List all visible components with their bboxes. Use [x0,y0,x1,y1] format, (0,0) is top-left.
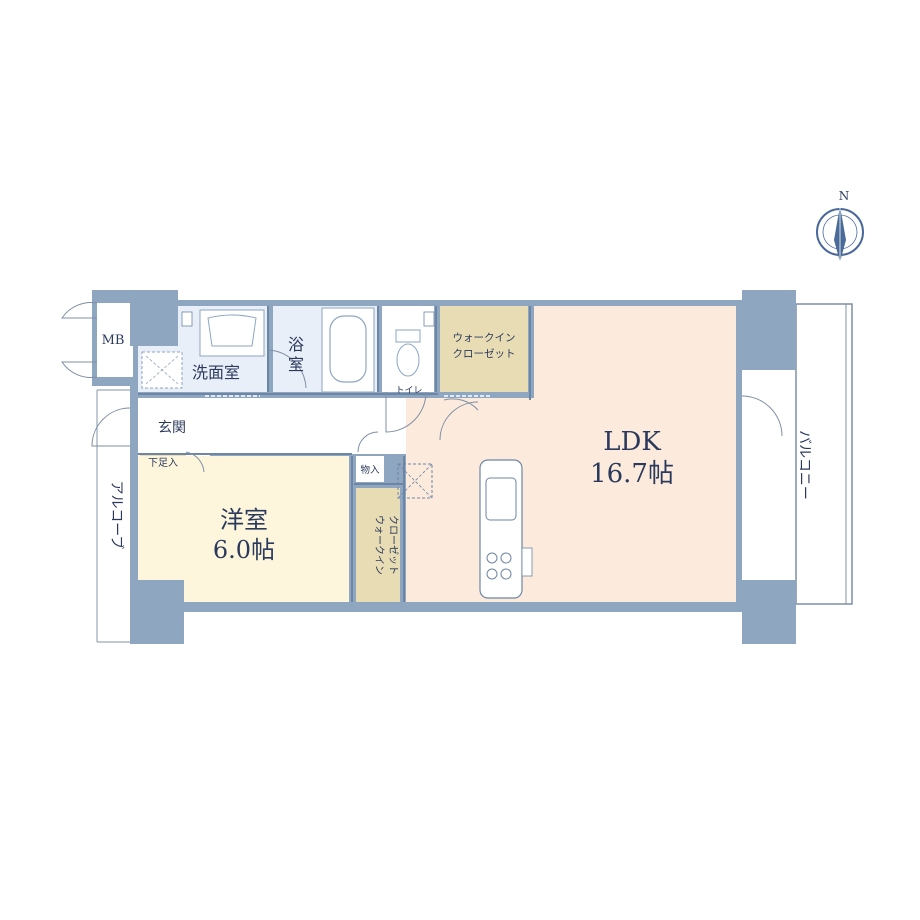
windows [205,395,490,453]
label-shoe-box: 下足入 [148,457,178,469]
room-labels: MB 洗面室 浴 室 トイレ ウォークイン クローゼット 玄関 下足入 物入 洋… [102,332,812,575]
label-alcove: アルコーブ [108,481,125,550]
kitchen-sink [485,477,517,521]
label-balcony: バルコニー [796,430,812,500]
label-mb: MB [102,333,125,348]
label-wic-top-2: クローゼット [453,348,516,360]
room-ldk [406,398,736,602]
compass: N [816,189,864,262]
stove-icon [486,552,512,580]
room-storage [356,456,384,482]
label-washroom: 洗面室 [192,363,240,382]
bathtub [329,315,367,383]
toilet-bowl [396,343,420,377]
compass-north-label: N [839,189,850,203]
vent-icon [181,311,193,327]
label-wic-side-2: クローゼット [387,515,399,575]
room-wic-top [440,306,528,392]
balcony [795,303,853,605]
label-bath-bottom: 室 [288,355,304,374]
alcove-area [96,389,130,643]
label-ldk-size: 16.7帖 [590,459,674,489]
refrigerator-space [397,463,433,499]
label-entrance: 玄関 [158,419,186,436]
label-wic-top-1: ウォークイン [453,332,516,344]
label-bath-top: 浴 [288,335,304,354]
washbasin [199,309,265,357]
doors [61,302,783,473]
label-western-name: 洋室 [220,506,268,534]
room-mb [97,303,133,377]
label-toilet: トイレ [395,386,422,396]
label-wic-side-1: ウォークイン [373,515,385,575]
label-ldk-name: LDK [603,427,661,457]
room-wic-side [356,488,400,602]
fixtures [141,307,533,599]
label-storage: 物入 [360,464,380,476]
room-western [138,456,349,602]
partitions [138,306,531,602]
label-western-size: 6.0帖 [213,536,275,564]
columns [130,290,796,644]
